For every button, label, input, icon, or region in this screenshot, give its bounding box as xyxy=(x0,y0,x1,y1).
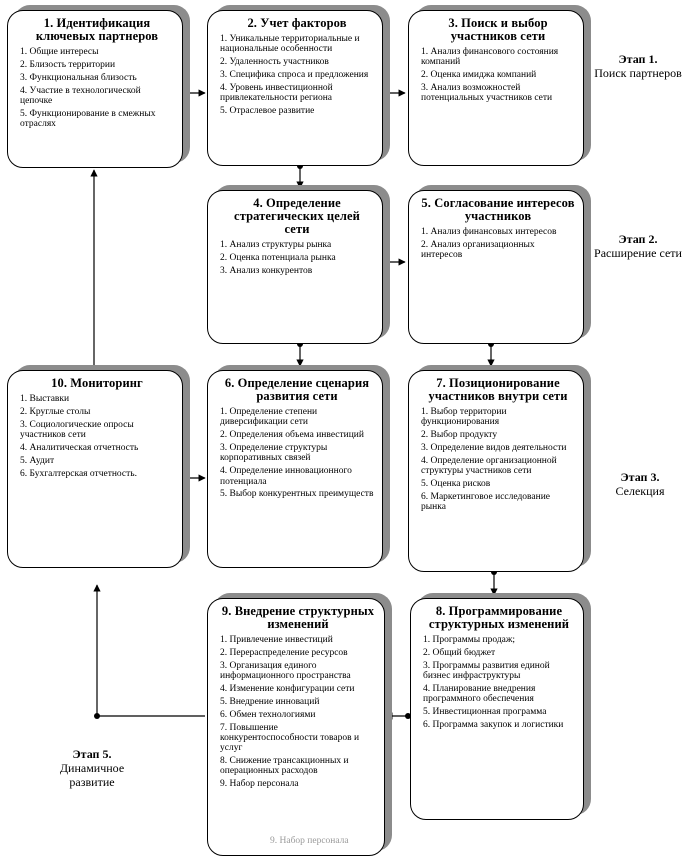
list-item: 7. Повышение конкурентоспособности товар… xyxy=(220,722,360,754)
faded-footnote: 9. Набор персонала xyxy=(270,836,349,846)
list-item: 3. Анализ возможностей потенциальных уча… xyxy=(421,83,553,104)
box-items: 1. Привлечение инвестиций 2. Перераспред… xyxy=(220,635,376,790)
list-item: 3. Программы развития единой бизнес инфр… xyxy=(423,660,550,682)
list-item: 3. Специфика спроса и предложения xyxy=(220,70,369,81)
list-item: 6. Маркетинговое исследование рынка xyxy=(421,492,551,513)
junction-dot xyxy=(405,713,411,719)
list-item: 4. Участие в технологической цепочке xyxy=(20,85,141,106)
box-items: 1. Выставки 2. Круглые столы 3. Социолог… xyxy=(20,394,174,479)
list-item: 6. Бухгалтерская отчетность. xyxy=(20,468,137,479)
list-item: 1. Программы продаж; xyxy=(423,635,516,645)
list-item: 6. Обмен технологиями xyxy=(220,709,316,720)
box-title: 5. Согласование интересов участников xyxy=(421,196,575,223)
list-item: 2. Определения объема инвестиций xyxy=(220,430,364,441)
box-items: 1. Анализ структуры рынка 2. Оценка поте… xyxy=(220,240,374,276)
list-item: 2. Оценка потенциала рынка xyxy=(220,252,336,263)
box-items: 1. Анализ финансовых интересов 2. Анализ… xyxy=(421,227,575,260)
box-7-positioning: 7. Позиционирование участников внутри се… xyxy=(408,370,584,572)
stage-description: Поиск партнеров xyxy=(594,66,682,80)
list-item: 3. Определение структуры корпоративных с… xyxy=(220,443,328,464)
list-item: 2. Оценка имиджа компаний xyxy=(421,70,537,81)
box-items: 1. Уникальные территориальные и национал… xyxy=(220,34,374,116)
list-item: 3. Социологические опросы участников сет… xyxy=(20,419,134,441)
list-item: 4. Уровень инвестиционной привлекательно… xyxy=(220,82,333,104)
box-title: 6. Определение сценария развития сети xyxy=(224,376,370,403)
list-item: 3. Организация единого информационного п… xyxy=(220,660,351,682)
list-item: 1. Выставки xyxy=(20,394,70,404)
list-item: 5. Инвестиционная программа xyxy=(423,707,547,718)
list-item: 2. Близость территории xyxy=(20,59,116,70)
stage-description: Расширение сети xyxy=(594,246,682,260)
list-item: 5. Выбор конкурентных преимуществ xyxy=(220,489,374,500)
box-title: 1. Идентификация ключевых партнеров xyxy=(35,16,159,43)
list-item: 4. Планирование внедрения программного о… xyxy=(423,683,536,705)
list-item: 1. Анализ финансового состояния компаний xyxy=(421,47,559,68)
stage-5-label: Этап 5. Динамичное развитие xyxy=(42,747,142,789)
list-item: 4. Определение инновационного потенциала xyxy=(220,466,352,487)
list-item: 4. Аналитическая отчетность xyxy=(20,442,139,453)
list-item: 4. Определение организационной структуры… xyxy=(421,455,557,477)
stage-1-label: Этап 1. Поиск партнеров xyxy=(594,52,682,80)
stage-description: Динамичное развитие xyxy=(59,761,125,789)
list-item: 8. Снижение трансакционных и операционны… xyxy=(220,756,349,777)
list-item: 9. Набор персонала xyxy=(220,779,299,790)
box-items: 1. Программы продаж; 2. Общий бюджет 3. … xyxy=(423,635,575,730)
box-2-factors: 2. Учет факторов 1. Уникальные территори… xyxy=(207,10,383,166)
list-item: 5. Отраслевое развитие xyxy=(220,106,315,117)
box-title: 10. Мониторинг xyxy=(51,376,143,390)
list-item: 2. Перераспределение ресурсов xyxy=(220,647,348,658)
box-3-search-participants: 3. Поиск и выбор участников сети 1. Анал… xyxy=(408,10,584,166)
list-item: 1. Выбор территории функционирования xyxy=(421,407,507,428)
list-item: 5. Внедрение инноваций xyxy=(220,696,320,707)
stage-2-label: Этап 2. Расширение сети xyxy=(594,232,682,260)
box-title: 8. Программирование структурных изменени… xyxy=(428,604,570,631)
junction-dot xyxy=(94,713,100,719)
box-items: 1. Выбор территории функционирования 2. … xyxy=(421,407,575,513)
box-items: 1. Общие интересы 2. Близость территории… xyxy=(20,47,174,129)
arrow-9-to-10 xyxy=(93,584,205,717)
box-items: 1. Анализ финансового состояния компаний… xyxy=(421,47,575,104)
box-title: 2. Учет факторов xyxy=(247,16,347,30)
list-item: 2. Общий бюджет xyxy=(423,647,496,658)
box-10-monitoring: 10. Мониторинг 1. Выставки 2. Круглые ст… xyxy=(7,370,183,568)
list-item: 1. Общие интересы xyxy=(20,47,99,57)
box-title: 7. Позиционирование участников внутри се… xyxy=(428,376,568,403)
list-item: 3. Определение видов деятельности xyxy=(421,443,567,454)
list-item: 1. Анализ структуры рынка xyxy=(220,240,332,250)
box-1-partner-identification: 1. Идентификация ключевых партнеров 1. О… xyxy=(7,10,183,168)
box-9-implementation: 9. Внедрение структурных изменений 1. Пр… xyxy=(207,598,385,856)
stage-number: Этап 5. xyxy=(72,747,112,761)
list-item: 2. Анализ организационных интересов xyxy=(421,239,535,261)
box-5-interest-alignment: 5. Согласование интересов участников 1. … xyxy=(408,190,584,344)
box-8-programming: 8. Программирование структурных изменени… xyxy=(410,598,584,820)
box-4-strategic-goals: 4. Определение стратегических целей сети… xyxy=(207,190,383,344)
stage-number: Этап 3. xyxy=(620,470,660,484)
stage-number: Этап 1. xyxy=(618,52,658,66)
list-item: 2. Удаленность участников xyxy=(220,57,329,68)
list-item: 5. Аудит xyxy=(20,455,55,466)
list-item: 5. Функционирование в смежных отраслях xyxy=(20,108,156,130)
list-item: 2. Круглые столы xyxy=(20,406,91,417)
list-item: 1. Уникальные территориальные и национал… xyxy=(220,34,360,55)
list-item: 2. Выбор продукту xyxy=(421,430,498,441)
stage-number: Этап 2. xyxy=(618,232,658,246)
box-title: 4. Определение стратегических целей сети xyxy=(234,196,360,236)
list-item: 1. Определение степени диверсификации се… xyxy=(220,407,318,428)
list-item: 1. Привлечение инвестиций xyxy=(220,635,333,645)
box-6-development-scenario: 6. Определение сценария развития сети 1.… xyxy=(207,370,383,568)
box-items: 1. Определение степени диверсификации се… xyxy=(220,407,374,500)
box-title: 3. Поиск и выбор участников сети xyxy=(448,16,548,43)
junction-dot xyxy=(91,365,97,371)
list-item: 6. Программа закупок и логистики xyxy=(423,720,564,731)
box-title: 9. Внедрение структурных изменений xyxy=(221,604,375,631)
list-item: 5. Оценка рисков xyxy=(421,479,491,490)
list-item: 1. Анализ финансовых интересов xyxy=(421,227,557,237)
list-item: 3. Анализ конкурентов xyxy=(220,265,313,276)
stage-description: Селекция xyxy=(615,484,665,498)
list-item: 4. Изменение конфигурации сети xyxy=(220,683,355,694)
list-item: 3. Функциональная близость xyxy=(20,72,137,83)
stage-3-label: Этап 3. Селекция xyxy=(600,470,680,498)
